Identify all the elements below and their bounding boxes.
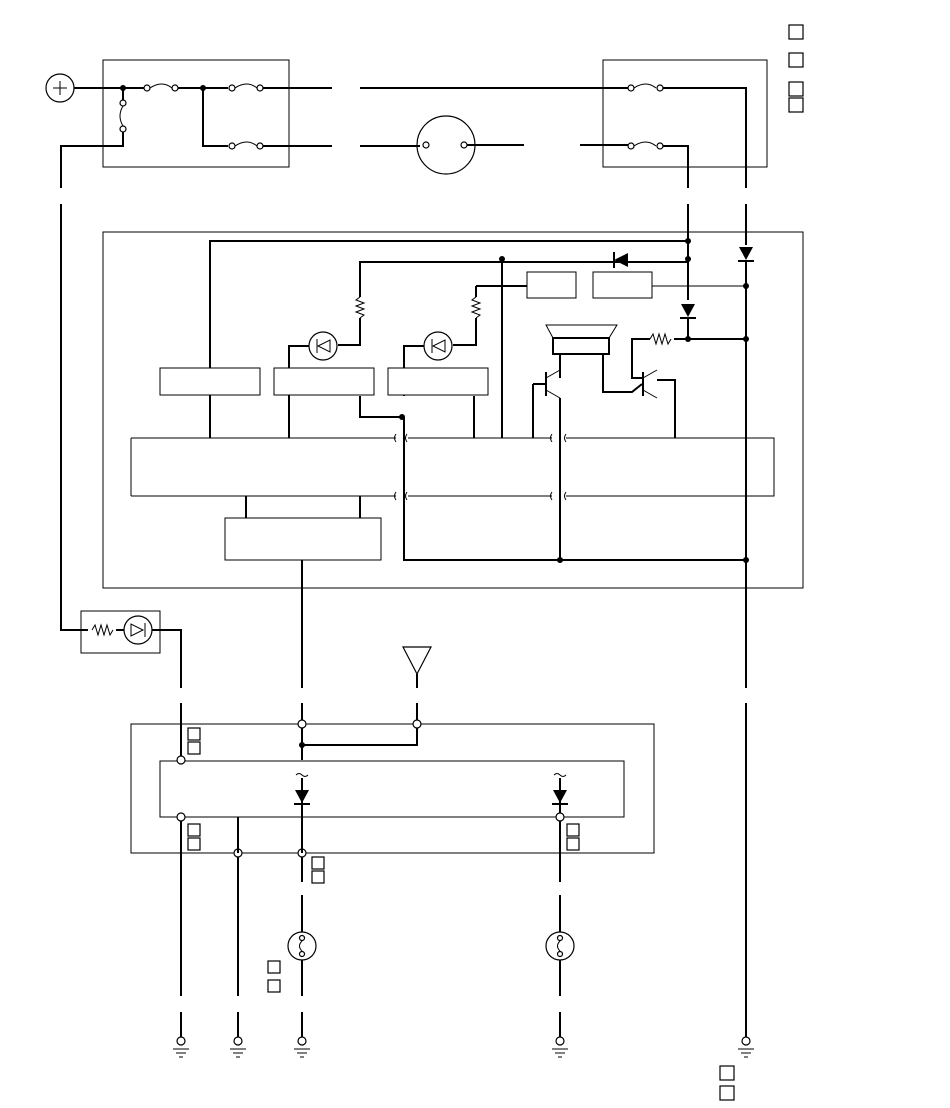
led-indicator-module [80, 610, 182, 688]
bulb-icon [287, 931, 317, 961]
ground-icon [738, 1036, 754, 1058]
fuse-icon [627, 141, 664, 150]
resistor-icon [91, 623, 114, 637]
control-module [130, 433, 775, 501]
diode-icon [680, 304, 696, 319]
led-icon [123, 615, 153, 645]
speaker-icon [545, 324, 643, 393]
diode-icon [294, 790, 310, 805]
fuse-box-left [60, 59, 332, 188]
fuse-box-right [602, 59, 768, 188]
bulb-icon [545, 931, 575, 961]
diode-icon [613, 252, 628, 268]
resistor-icon [649, 332, 672, 346]
resistor-icon [470, 296, 482, 319]
resistor-icon [354, 296, 366, 319]
switch-icon [360, 87, 630, 175]
transistor-icon [532, 369, 561, 560]
connector-markers [187, 727, 580, 993]
ground-icon [552, 1012, 568, 1058]
ground-icon [294, 1012, 310, 1058]
fuse-icon [627, 83, 664, 92]
fuse-icon [119, 99, 127, 133]
ground-icon [173, 1012, 189, 1058]
diode-icon [552, 790, 568, 805]
legend-markers-top [788, 24, 804, 113]
control-unit-frame [102, 231, 804, 589]
switch-assembly [130, 723, 655, 854]
transistor-icon [642, 369, 676, 438]
antenna-icon [402, 646, 432, 688]
fuse-icon [143, 83, 179, 92]
fuse-icon [228, 141, 264, 150]
fuse-icon [228, 83, 264, 92]
ground-icon [230, 1012, 246, 1058]
legend-markers-bottom [719, 1065, 735, 1101]
battery-icon [45, 73, 75, 103]
diode-icon [738, 247, 754, 262]
